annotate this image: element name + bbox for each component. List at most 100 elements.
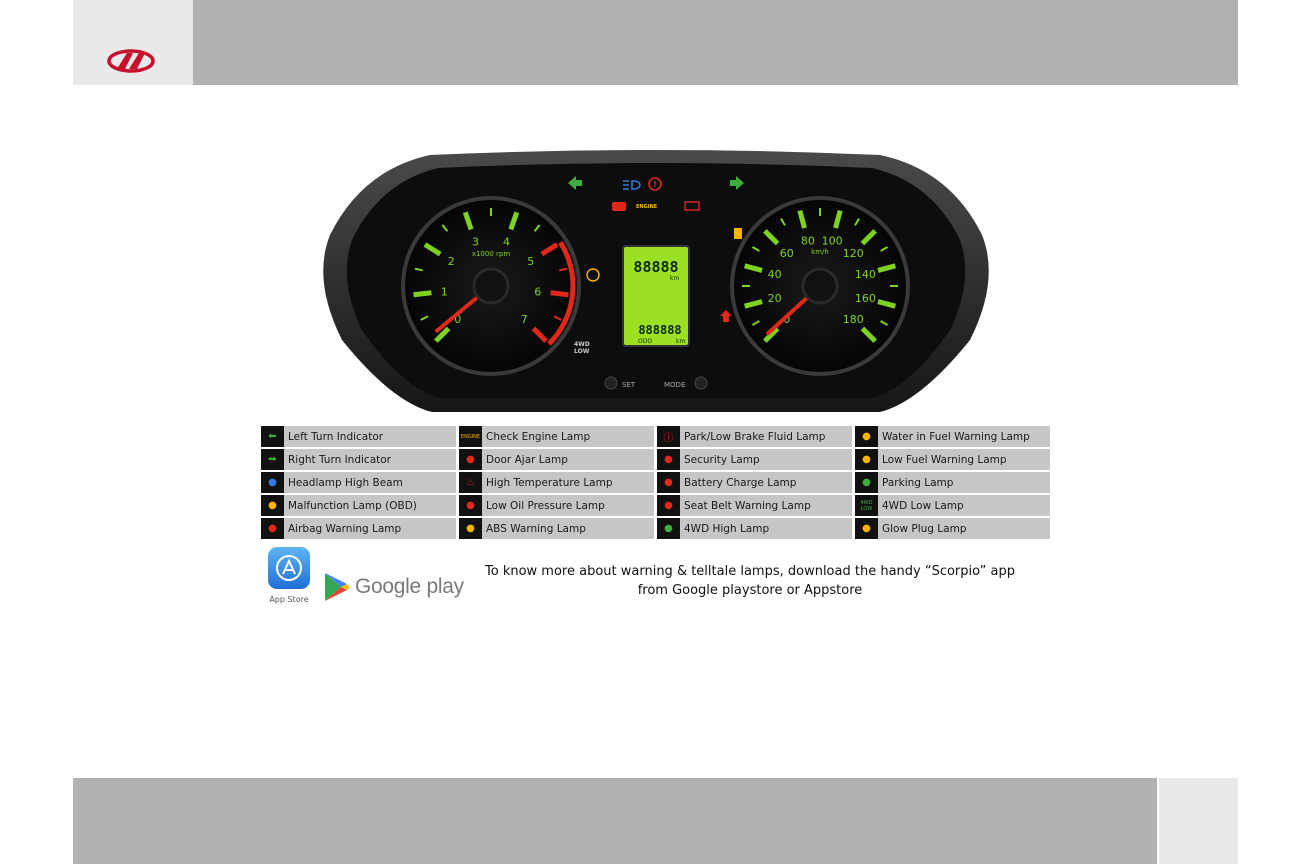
speedometer-tick-label: 0 [783, 313, 790, 326]
tachometer-tick [508, 211, 520, 231]
speedometer-tick [763, 229, 780, 246]
speedometer-tick [780, 217, 786, 226]
abs-icon: ● [459, 518, 482, 539]
legend-label: 4WD High Lamp [684, 522, 770, 535]
speedometer-tick-label: 160 [855, 292, 876, 305]
legend-label: Battery Charge Lamp [684, 476, 797, 489]
legend-label: Water in Fuel Warning Lamp [882, 430, 1030, 443]
speedometer-tick-label: 20 [768, 292, 782, 305]
glow-plug-icon: ● [855, 518, 878, 539]
legend-label: Parking Lamp [882, 476, 954, 489]
tachometer-tick-label: 1 [441, 285, 448, 298]
tachometer-tick [420, 315, 429, 321]
4wd-high-icon: ● [657, 518, 680, 539]
tachometer-tick [531, 326, 548, 343]
page-number-box [1159, 778, 1238, 864]
speedometer-tick-label: 60 [780, 247, 794, 260]
speedometer-tick [880, 246, 889, 252]
4wd-low-label: 4WD [574, 341, 590, 348]
brake-warning-icon: ! [648, 177, 662, 191]
tachometer-tick [462, 211, 474, 231]
legend-label: Low Oil Pressure Lamp [486, 499, 605, 512]
set-button-label: SET [622, 381, 636, 389]
legend-label: Left Turn Indicator [288, 430, 384, 443]
4wd-low-label-2: LOW [574, 348, 590, 355]
app-store-caption: App Store [269, 595, 309, 604]
security-car-icon: ● [657, 449, 680, 470]
lcd-odo-value: 888888 [638, 323, 681, 337]
legend-row: ● Parking Lamp [855, 472, 1050, 493]
footer-bar [73, 778, 1157, 864]
legend-row: ● Low Oil Pressure Lamp [459, 495, 654, 516]
engine-outline-icon: ● [261, 495, 284, 516]
speedometer-tick [797, 210, 807, 229]
tachometer-tick-label: 7 [521, 313, 528, 326]
battery-icon [684, 201, 700, 211]
app-store-badge[interactable]: App Store [268, 547, 310, 607]
legend-row: ➡ Right Turn Indicator [261, 449, 456, 470]
water-in-fuel-icon: ● [855, 426, 878, 447]
app-store-icon [268, 547, 310, 589]
check-engine-text-icon: ENGINE [459, 426, 482, 447]
speedometer-tick [744, 299, 763, 309]
legend-row: ● Security Lamp [657, 449, 852, 470]
left-turn-arrow-icon: ⬅ [261, 426, 284, 447]
legend-label: Seat Belt Warning Lamp [684, 499, 811, 512]
legend-label: Right Turn Indicator [288, 453, 391, 466]
legend-row: ●Door Ajar Lamp [459, 449, 654, 470]
legend-row: ●Low Fuel Warning Lamp [855, 449, 1050, 470]
header-bar [73, 0, 1238, 85]
brake-warning-icon: ⓘ [657, 426, 680, 447]
temperature-icon: ♨ [459, 472, 482, 493]
brand-logo-box [73, 0, 193, 85]
speedometer-tick-label: 80 [801, 235, 815, 248]
right-turn-arrow-icon [730, 176, 744, 190]
speedometer-tick [744, 263, 763, 273]
tachometer-redline-arc [547, 241, 576, 346]
right-turn-arrow-icon: ➡ [261, 449, 284, 470]
set-button-knob[interactable] [604, 376, 618, 390]
speedometer-tick [751, 246, 760, 252]
fuel-pump-icon: ● [855, 449, 878, 470]
fuel-pump-icon [734, 228, 742, 239]
tachometer-tick-label: 3 [472, 236, 479, 249]
legend-label: ABS Warning Lamp [486, 522, 586, 535]
parking-lamp-icon: ● [855, 472, 878, 493]
mode-button-label: MODE [664, 381, 685, 389]
google-play-badge[interactable]: Google play [323, 570, 464, 604]
legend-row: ● ABS Warning Lamp [459, 518, 654, 539]
oil-can-icon: ● [459, 495, 482, 516]
security-car-icon [612, 202, 626, 211]
mahindra-logo-icon [107, 49, 155, 73]
tachometer-tick [413, 290, 432, 298]
speedometer-tick [880, 320, 889, 326]
mode-button-knob[interactable] [694, 376, 708, 390]
speedometer-tick [854, 217, 860, 226]
speedometer-tick-label: 180 [843, 313, 864, 326]
lcd-trip-unit: km [670, 275, 679, 282]
tachometer-tick [553, 315, 562, 321]
tachometer-tick [414, 267, 423, 272]
google-play-label: Google play [355, 575, 464, 598]
google-play-triangle-icon [325, 573, 350, 601]
tachometer-tick [540, 242, 559, 257]
info-line-2: from Google playstore or Appstore [637, 583, 863, 598]
tachometer-tick [441, 224, 449, 232]
legend-row: ●Airbag Warning Lamp [261, 518, 456, 539]
speedometer-hub [801, 267, 839, 305]
tachometer-tick [550, 290, 569, 298]
left-turn-arrow-icon [568, 176, 582, 190]
seat-belt-icon: ● [657, 495, 680, 516]
legend-label: Door Ajar Lamp [486, 453, 568, 466]
tachometer-tick-label: 2 [448, 255, 455, 268]
tachometer-tick-label: 5 [527, 255, 534, 268]
lcd-odo-label: ODO [638, 338, 652, 345]
legend-label: Security Lamp [684, 453, 760, 466]
tachometer-tick-label: 0 [454, 313, 461, 326]
legend-row: ♨High Temperature Lamp [459, 472, 654, 493]
speedometer-tick [877, 263, 896, 273]
